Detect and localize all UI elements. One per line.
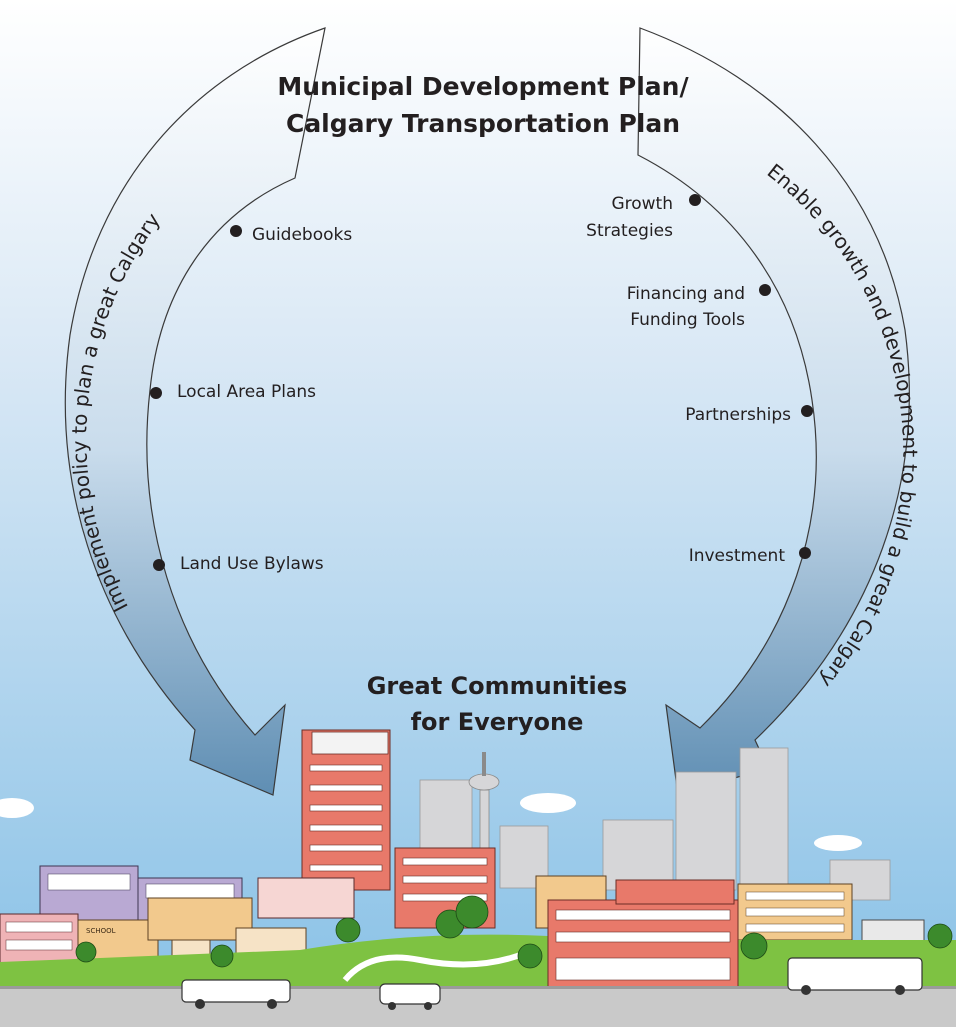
step-label-growth-strategies-2: Strategies <box>586 221 673 241</box>
step-dot-land-use-bylaws <box>153 559 165 571</box>
trees <box>75 895 953 969</box>
step-dot-partnerships <box>801 405 813 417</box>
road <box>0 988 956 1027</box>
step-label-financing-1: Financing and <box>627 284 745 304</box>
step-label-financing-2: Funding Tools <box>630 310 745 330</box>
outcome-line-1: Great Communities <box>367 672 628 700</box>
mixed-use-upper <box>615 879 735 905</box>
wheels <box>195 985 905 1010</box>
step-dot-local-area-plans <box>150 387 162 399</box>
step-dot-guidebooks <box>230 225 242 237</box>
bus <box>787 957 923 991</box>
step-dot-growth-strategies <box>689 194 701 206</box>
step-label-partnerships: Partnerships <box>685 405 791 425</box>
pickup-truck <box>181 979 291 1003</box>
curb <box>0 986 956 989</box>
title-line-2: Calgary Transportation Plan <box>286 109 680 138</box>
left-arrow <box>64 27 326 796</box>
step-label-land-use-bylaws: Land Use Bylaws <box>180 554 324 574</box>
step-label-growth-strategies-1: Growth <box>611 194 673 214</box>
park-path <box>342 949 530 982</box>
outcome-line-2: for Everyone <box>411 708 584 736</box>
step-dot-investment <box>799 547 811 559</box>
step-dot-financing <box>759 284 771 296</box>
light-pink-building <box>257 877 355 919</box>
clouds <box>0 793 862 851</box>
right-arrow <box>637 27 910 796</box>
step-label-guidebooks: Guidebooks <box>252 225 352 245</box>
car <box>379 983 441 1005</box>
school-sign: SCHOOL <box>86 927 116 935</box>
step-label-local-area-plans: Local Area Plans <box>177 382 316 402</box>
city-illustration: SCHOOL <box>0 729 956 1027</box>
vehicles <box>181 957 923 1005</box>
step-label-investment: Investment <box>689 546 786 566</box>
title-line-1: Municipal Development Plan/ <box>277 72 689 101</box>
yellow-building <box>147 897 253 941</box>
park-grass-left <box>0 934 548 988</box>
brick-tower <box>301 729 391 891</box>
